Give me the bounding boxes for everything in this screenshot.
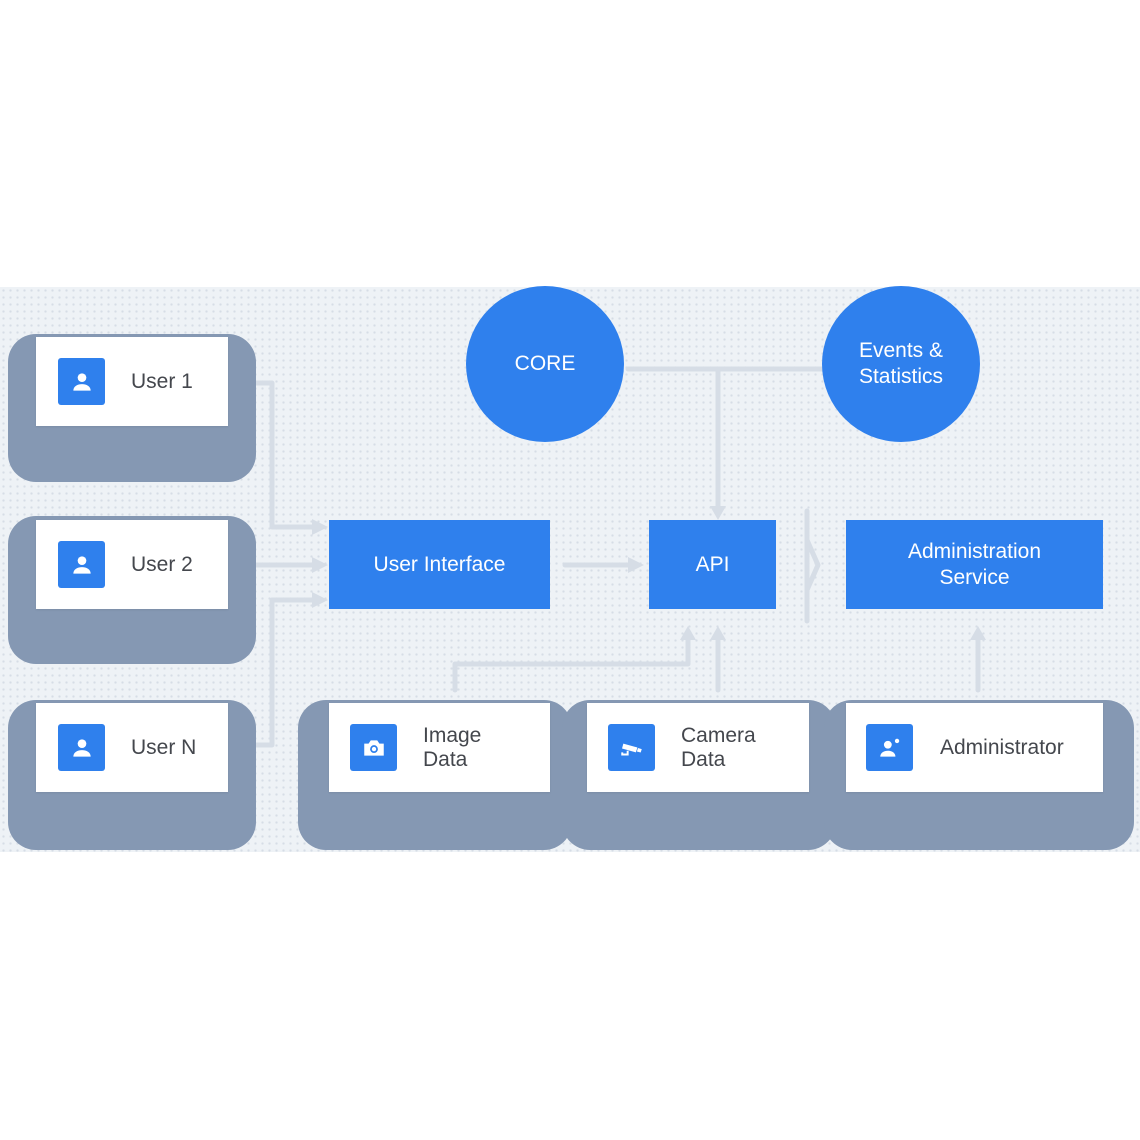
user-interface-box: User Interface — [329, 520, 550, 609]
core-circle: CORE — [466, 286, 624, 442]
camera-icon — [350, 724, 397, 771]
user-n-label: User N — [131, 735, 197, 759]
user-2-card: User 2 — [36, 520, 228, 609]
camera-data-label: Camera Data — [681, 723, 756, 771]
person-icon — [58, 358, 105, 405]
cctv-camera-icon — [608, 724, 655, 771]
api-box: API — [649, 520, 776, 609]
administrator-label: Administrator — [940, 735, 1064, 759]
user-1-card: User 1 — [36, 337, 228, 426]
user-n-card: User N — [36, 703, 228, 792]
user-2-label: User 2 — [131, 552, 193, 576]
admin-user-icon — [866, 724, 913, 771]
camera-data-card: Camera Data — [587, 703, 809, 792]
image-data-label: Image Data — [423, 723, 482, 771]
person-icon — [58, 724, 105, 771]
image-data-card: Image Data — [329, 703, 550, 792]
administrator-card: Administrator — [846, 703, 1103, 792]
administration-service-box: Administration Service — [846, 520, 1103, 609]
user-1-label: User 1 — [131, 369, 193, 393]
events-statistics-circle: Events & Statistics — [822, 286, 980, 442]
person-icon — [58, 541, 105, 588]
